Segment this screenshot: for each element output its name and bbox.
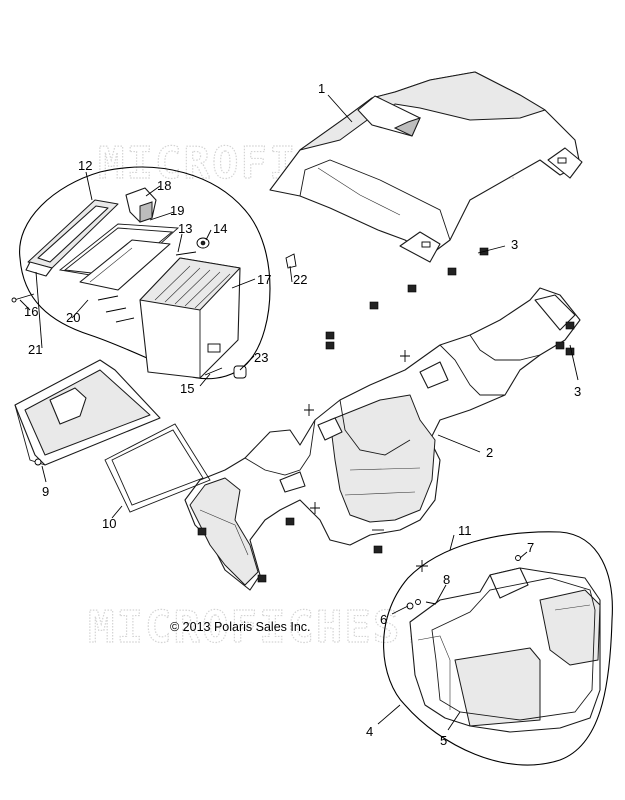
push-rivet-10 xyxy=(285,517,295,526)
part-15-ring xyxy=(204,367,223,376)
callout-6: 6 xyxy=(380,612,387,627)
callout-5: 5 xyxy=(440,733,447,748)
part-1-upper-dash-cover xyxy=(269,71,583,263)
part-22-clip xyxy=(285,253,297,269)
callout-9: 9 xyxy=(42,484,49,499)
part-12-display-bezel xyxy=(27,199,119,269)
part-4-glove-box xyxy=(409,567,601,733)
callout-13: 13 xyxy=(178,221,192,236)
screw-2 xyxy=(304,404,314,416)
push-rivet-3 xyxy=(407,284,417,293)
callout-2: 2 xyxy=(486,445,493,460)
part-5-glove-box-seal xyxy=(431,577,596,721)
callout-18: 18 xyxy=(157,178,171,193)
callout-7: 7 xyxy=(527,540,534,555)
push-rivet-7 xyxy=(565,321,575,330)
callout-22: 22 xyxy=(293,272,307,287)
push-rivet-9 xyxy=(565,347,575,356)
push-rivet-5 xyxy=(325,331,335,340)
callout-20: 20 xyxy=(66,310,80,325)
display-group-outline xyxy=(19,166,271,380)
part-17-display-housing xyxy=(139,257,241,379)
callout-19: 19 xyxy=(170,203,184,218)
part-18-connector xyxy=(125,187,157,223)
screw-1 xyxy=(400,350,410,362)
callout-21: 21 xyxy=(28,342,42,357)
part-21-retainer xyxy=(25,261,53,277)
part-6-8-latch-hardware xyxy=(406,555,521,610)
callout-15: 15 xyxy=(180,381,194,396)
push-rivet-2 xyxy=(447,267,457,276)
part-2-dash-frame xyxy=(184,287,581,591)
callout-14: 14 xyxy=(213,221,227,236)
part-10-cover-seal xyxy=(104,423,211,513)
callout-17: 17 xyxy=(257,272,271,287)
callout-labels: 1 3 3 2 4 5 6 7 8 9 10 11 12 13 14 15 16… xyxy=(24,81,581,748)
part-16-screws xyxy=(11,293,135,323)
callout-11: 11 xyxy=(458,523,472,538)
callout-3-lower: 3 xyxy=(574,384,581,399)
callout-8: 8 xyxy=(443,572,450,587)
copyright-notice: © 2013 Polaris Sales Inc. xyxy=(170,620,311,634)
part-9-cover-frame xyxy=(14,359,161,466)
push-rivet-11 xyxy=(373,545,383,554)
part-14-grommet xyxy=(196,237,210,249)
callout-10: 10 xyxy=(102,516,116,531)
callout-1: 1 xyxy=(318,81,325,96)
part-23-plug xyxy=(233,365,247,379)
callout-3-upper: 3 xyxy=(511,237,518,252)
callout-23: 23 xyxy=(254,350,268,365)
callout-12: 12 xyxy=(78,158,92,173)
push-rivet-12 xyxy=(257,574,267,583)
part-20-lens xyxy=(79,239,171,291)
part-13-screw xyxy=(175,251,197,256)
callout-4: 4 xyxy=(366,724,373,739)
screw-5 xyxy=(310,502,320,514)
callout-16: 16 xyxy=(24,304,38,319)
push-rivet-13 xyxy=(197,527,207,536)
push-rivet-6 xyxy=(325,341,335,350)
glovebox-group-outline xyxy=(383,531,613,766)
push-rivet-4 xyxy=(369,301,379,310)
leader-lines xyxy=(19,94,579,731)
push-rivet-8 xyxy=(555,341,565,350)
